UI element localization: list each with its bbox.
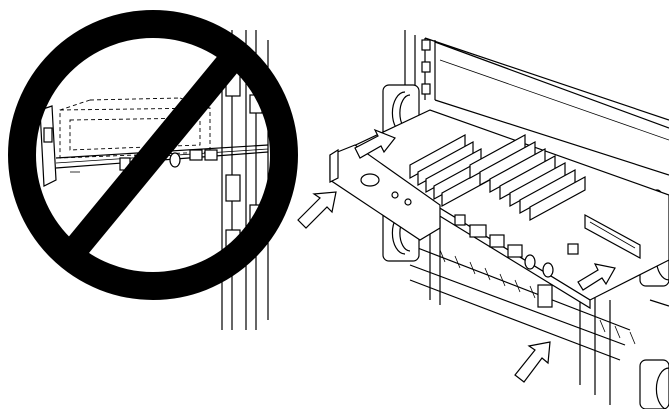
correct-installation-panel bbox=[297, 30, 669, 409]
rack-chassis-drawing bbox=[404, 30, 669, 405]
circuit-board-drawing bbox=[329, 109, 669, 310]
prohibition-icon bbox=[8, 10, 298, 300]
push-arrow-icon bbox=[297, 128, 616, 383]
incorrect-installation-panel bbox=[8, 10, 298, 330]
